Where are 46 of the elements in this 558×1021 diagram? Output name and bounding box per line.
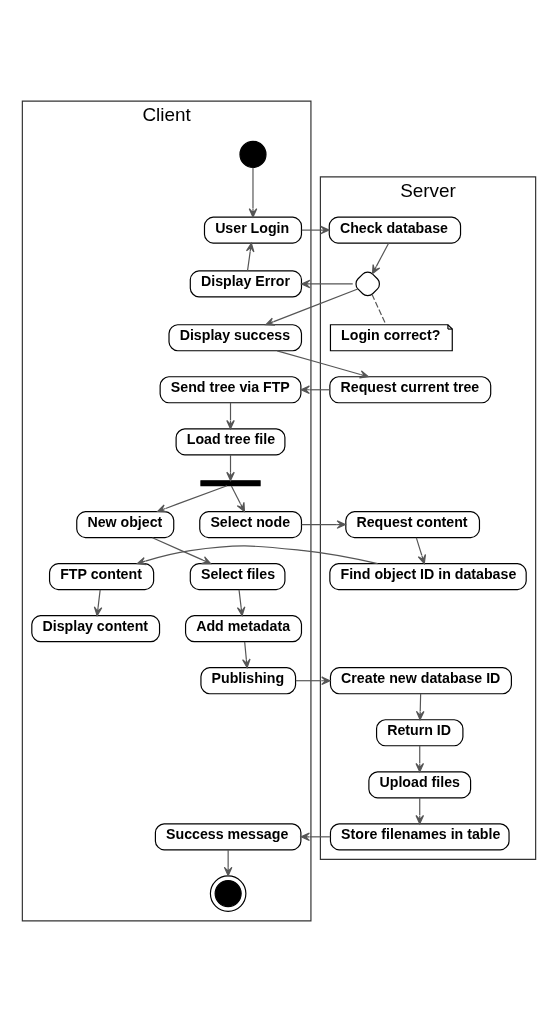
node-box: Success message	[154, 822, 302, 850]
arrow	[236, 588, 246, 616]
arrow	[242, 640, 251, 668]
arrow	[151, 536, 212, 564]
arrow	[301, 225, 330, 234]
arrow	[300, 279, 354, 288]
arrow	[415, 536, 427, 564]
arrow	[276, 349, 369, 379]
arrow	[136, 544, 379, 565]
node-box: Upload files	[368, 770, 472, 798]
arrow	[157, 484, 228, 513]
arrow	[223, 849, 233, 876]
node-box: FTP content	[48, 562, 155, 590]
node-box: Load tree file	[175, 427, 286, 455]
node-box: Add metadata	[185, 614, 303, 642]
node-box: Display success	[168, 323, 303, 351]
node-box: Return ID	[376, 718, 464, 746]
arrow	[301, 519, 346, 529]
node-box: New object	[76, 510, 175, 538]
node-bar	[200, 479, 261, 486]
arrow	[300, 384, 331, 394]
node-box: Create new database ID	[329, 666, 512, 694]
node-circle	[239, 140, 267, 168]
node-box: Select files	[189, 562, 286, 590]
arrow	[245, 242, 255, 271]
node-diamond	[355, 271, 380, 296]
node-circle	[209, 874, 247, 912]
arrow	[300, 832, 331, 841]
node-box: Request current tree	[329, 375, 492, 403]
node-box: Check database	[328, 216, 462, 244]
node-box: Publishing	[200, 666, 297, 694]
arrow	[248, 166, 258, 218]
node-box: Display Error	[189, 269, 303, 297]
arrow	[295, 675, 331, 685]
node-box: Display content	[31, 614, 161, 642]
arrow	[371, 242, 390, 274]
node-box: Send tree via FTP	[159, 375, 302, 403]
connector	[371, 293, 387, 325]
arrow	[265, 287, 359, 326]
arrow	[93, 588, 103, 616]
node-box: Request content	[345, 510, 481, 538]
arrow	[230, 485, 245, 512]
node-box: Store filenames in table	[329, 822, 510, 850]
node-box: Select node	[199, 510, 303, 538]
node-box: Find object ID in database	[329, 562, 527, 590]
node-box: User Login	[203, 216, 303, 244]
